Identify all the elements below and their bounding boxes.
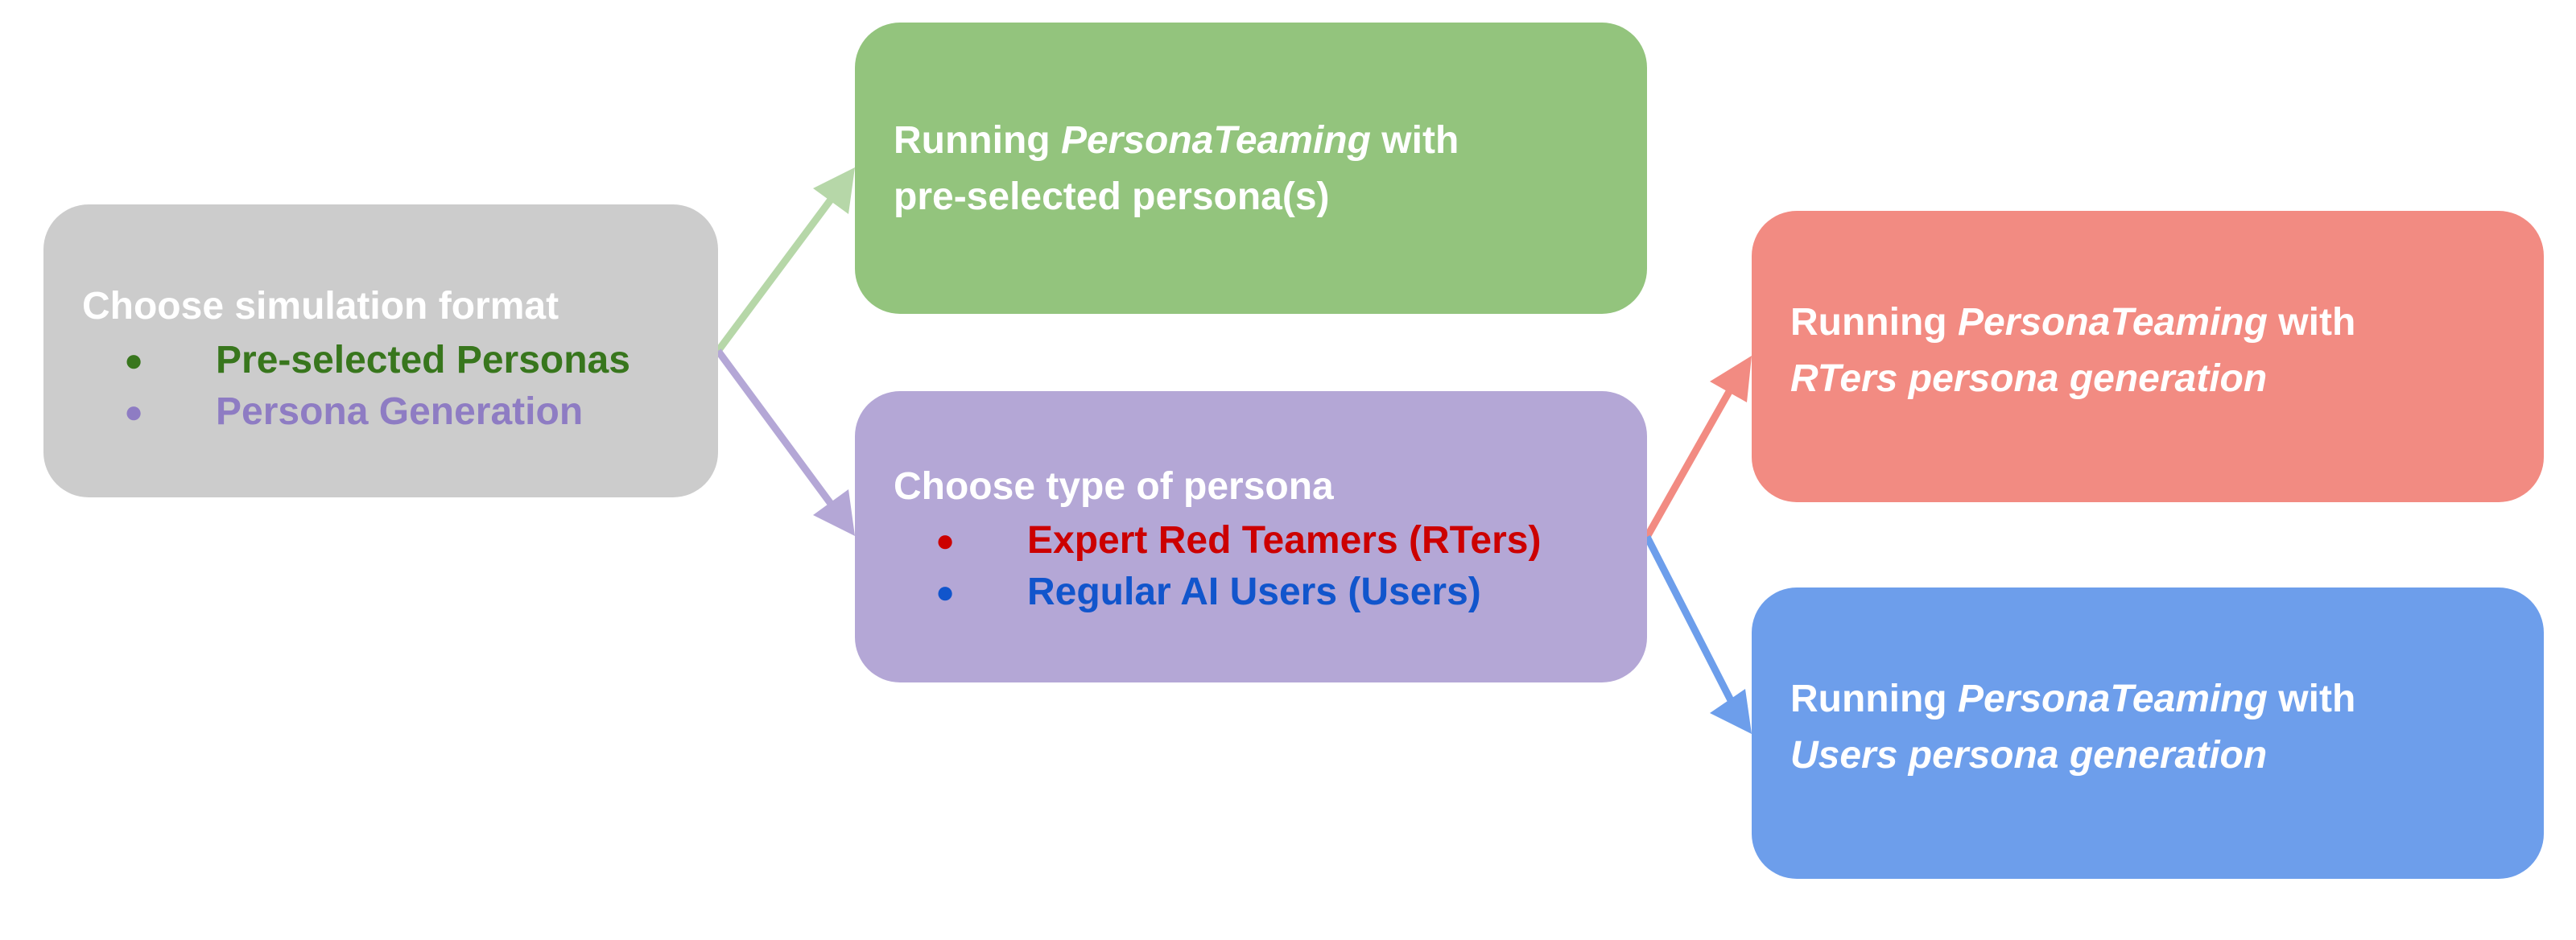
line-suffix: with — [1370, 119, 1459, 162]
arrow-line — [715, 191, 839, 353]
option-label: Pre-selected Personas — [216, 339, 630, 381]
arrowhead — [813, 489, 855, 536]
users-generation-box: Running PersonaTeaming with Users person… — [1752, 588, 2544, 879]
line-suffix: with — [2267, 301, 2356, 344]
rters-line-2: RTers persona generation — [1790, 357, 2268, 400]
rters-generation-box: Running PersonaTeaming with RTers person… — [1752, 211, 2544, 502]
arrowhead — [813, 167, 855, 214]
bullet-icon: ● — [124, 343, 144, 378]
simulation-format-box: Choose simulation format ● Pre-selected … — [43, 204, 718, 497]
method-name: PersonaTeaming — [1957, 301, 2268, 344]
option-label: Persona Generation — [216, 390, 584, 433]
users-line-1: Running PersonaTeaming with — [1790, 671, 2512, 728]
bullet-icon: ● — [935, 575, 956, 610]
preselected-line-2: pre-selected persona(s) — [894, 175, 1330, 218]
simulation-format-title: Choose simulation format — [82, 285, 559, 328]
arrow-line — [1643, 534, 1738, 709]
users-line-2: Users persona generation — [1790, 734, 2268, 777]
arrow-line — [1644, 381, 1737, 539]
rters-line-1: Running PersonaTeaming with — [1790, 295, 2512, 351]
option-label: Regular AI Users (Users) — [1027, 571, 1481, 613]
method-name: PersonaTeaming — [1060, 119, 1371, 162]
preselected-line-1: Running PersonaTeaming with — [894, 113, 1615, 169]
persona-type-title: Choose type of persona — [894, 465, 1334, 508]
line-prefix: Running — [894, 119, 1061, 162]
arrowhead — [1710, 689, 1752, 734]
option-preselected-personas: ● Pre-selected Personas — [82, 335, 686, 386]
bullet-icon: ● — [935, 523, 956, 559]
line-suffix: with — [2267, 678, 2356, 720]
arrow-format-to-type — [715, 348, 855, 536]
method-name: PersonaTeaming — [1957, 678, 2268, 720]
persona-type-box: Choose type of persona ● Expert Red Team… — [855, 391, 1647, 682]
arrow-type-to-rters — [1644, 356, 1752, 539]
arrow-format-to-preselected — [715, 167, 855, 353]
arrow-line — [715, 348, 839, 513]
option-label: Expert Red Teamers (RTers) — [1027, 519, 1542, 562]
line-prefix: Running — [1790, 678, 1958, 720]
option-regular-ai-users: ● Regular AI Users (Users) — [894, 567, 1615, 618]
arrowhead — [1710, 356, 1752, 402]
preselected-persona-box: Running PersonaTeaming with pre-selected… — [855, 23, 1647, 314]
option-expert-red-teamers: ● Expert Red Teamers (RTers) — [894, 515, 1615, 567]
option-persona-generation: ● Persona Generation — [82, 386, 686, 438]
line-prefix: Running — [1790, 301, 1958, 344]
bullet-icon: ● — [124, 394, 144, 430]
arrow-type-to-users — [1643, 534, 1752, 734]
